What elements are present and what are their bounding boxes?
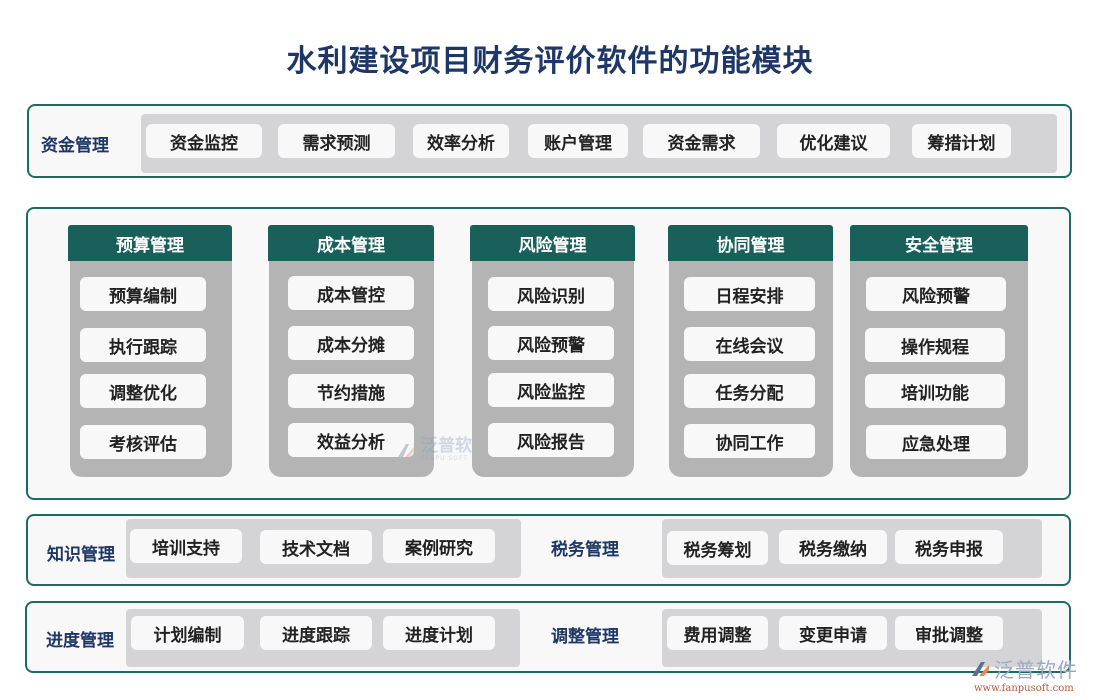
- column-item[interactable]: 应急处理: [866, 425, 1006, 459]
- funds-tray: 资金监控 需求预测 效率分析 账户管理 资金需求 优化建议 筹措计划: [141, 114, 1057, 173]
- column-item[interactable]: 风险报告: [488, 423, 614, 457]
- tax-item[interactable]: 税务筹划: [667, 531, 768, 565]
- knowledge-item[interactable]: 案例研究: [383, 529, 495, 563]
- knowledge-tray: 培训支持 技术文档 案例研究: [126, 519, 521, 578]
- fanpu-logo-icon: [972, 661, 989, 676]
- funds-item[interactable]: 效率分析: [413, 124, 509, 158]
- column-item[interactable]: 培训功能: [865, 374, 1005, 408]
- progress-item[interactable]: 进度跟踪: [260, 616, 372, 650]
- column-item[interactable]: 协同工作: [684, 424, 815, 458]
- tax-label: 税务管理: [551, 540, 619, 560]
- column-item[interactable]: 任务分配: [684, 374, 815, 408]
- knowledge-item[interactable]: 技术文档: [260, 530, 372, 564]
- column-header[interactable]: 风险管理: [470, 225, 635, 261]
- column-header[interactable]: 预算管理: [68, 225, 232, 261]
- adjust-item[interactable]: 审批调整: [895, 616, 1003, 650]
- column-header[interactable]: 成本管理: [268, 225, 434, 261]
- funds-item[interactable]: 需求预测: [278, 124, 395, 158]
- knowledge-item[interactable]: 培训支持: [130, 529, 242, 563]
- page-title: 水利建设项目财务评价软件的功能模块: [286, 44, 814, 79]
- column-item[interactable]: 风险预警: [488, 326, 614, 360]
- column-item[interactable]: 执行跟踪: [80, 328, 206, 362]
- adjust-item[interactable]: 费用调整: [667, 616, 768, 650]
- tax-tray: 税务筹划 税务缴纳 税务申报: [662, 519, 1042, 578]
- progress-tray: 计划编制 进度跟踪 进度计划: [126, 609, 520, 667]
- column-body: 风险识别 风险预警 风险监控 风险报告: [472, 261, 634, 477]
- watermark-center: 泛普软 FANPU SOFT: [395, 438, 472, 462]
- column-item[interactable]: 成本管控: [288, 276, 414, 310]
- column-item[interactable]: 风险识别: [488, 277, 614, 311]
- column-body: 日程安排 在线会议 任务分配 协同工作: [669, 261, 833, 477]
- column-header[interactable]: 协同管理: [668, 225, 833, 261]
- column-body: 成本管控 成本分摊 节约措施 效益分析: [269, 261, 434, 477]
- funds-item[interactable]: 资金监控: [146, 124, 262, 158]
- watermark-corner-url: www.fanpusoft.com: [974, 683, 1074, 694]
- watermark-center-text: 泛普软: [421, 436, 472, 456]
- watermark-center-sub: FANPU SOFT: [421, 455, 468, 462]
- column-body: 风险预警 操作规程 培训功能 应急处理: [850, 261, 1028, 477]
- funds-panel: 资金管理 资金监控 需求预测 效率分析 账户管理 资金需求 优化建议 筹措计划: [27, 104, 1072, 178]
- tax-item[interactable]: 税务缴纳: [779, 530, 887, 564]
- column-item[interactable]: 风险预警: [866, 277, 1006, 311]
- adjust-label: 调整管理: [551, 627, 619, 647]
- watermark-corner-text: 泛普软件: [994, 658, 1078, 682]
- column-item[interactable]: 操作规程: [865, 328, 1005, 362]
- knowledge-tax-panel: 知识管理 培训支持 技术文档 案例研究 税务管理 税务筹划 税务缴纳 税务申报: [26, 514, 1071, 586]
- funds-item[interactable]: 筹措计划: [912, 124, 1011, 158]
- funds-item[interactable]: 资金需求: [643, 124, 760, 158]
- column-item[interactable]: 成本分摊: [288, 326, 414, 360]
- adjust-tray: 费用调整 变更申请 审批调整: [662, 609, 1042, 667]
- knowledge-label: 知识管理: [47, 545, 115, 565]
- tax-item[interactable]: 税务申报: [895, 530, 1003, 564]
- watermark-corner: 泛普软件 www.fanpusoft.com: [970, 654, 1095, 694]
- column-item[interactable]: 考核评估: [80, 425, 206, 459]
- progress-item[interactable]: 计划编制: [131, 616, 244, 650]
- column-item[interactable]: 日程安排: [684, 277, 815, 311]
- progress-item[interactable]: 进度计划: [383, 616, 495, 650]
- funds-item[interactable]: 优化建议: [777, 124, 890, 158]
- column-body: 预算编制 执行跟踪 调整优化 考核评估: [70, 261, 232, 477]
- column-item[interactable]: 预算编制: [80, 277, 206, 311]
- adjust-item[interactable]: 变更申请: [779, 616, 887, 650]
- column-item[interactable]: 调整优化: [80, 374, 206, 408]
- funds-label: 资金管理: [41, 136, 109, 156]
- column-item[interactable]: 在线会议: [684, 327, 815, 361]
- funds-item[interactable]: 账户管理: [528, 124, 628, 158]
- progress-label: 进度管理: [46, 631, 114, 651]
- fanpu-logo-icon: [398, 444, 414, 457]
- column-item[interactable]: 风险监控: [488, 373, 614, 407]
- column-item[interactable]: 节约措施: [288, 374, 414, 408]
- progress-adjust-panel: 进度管理 计划编制 进度跟踪 进度计划 调整管理 费用调整 变更申请 审批调整: [25, 601, 1071, 673]
- column-item[interactable]: 效益分析: [288, 423, 414, 457]
- column-header[interactable]: 安全管理: [850, 225, 1028, 261]
